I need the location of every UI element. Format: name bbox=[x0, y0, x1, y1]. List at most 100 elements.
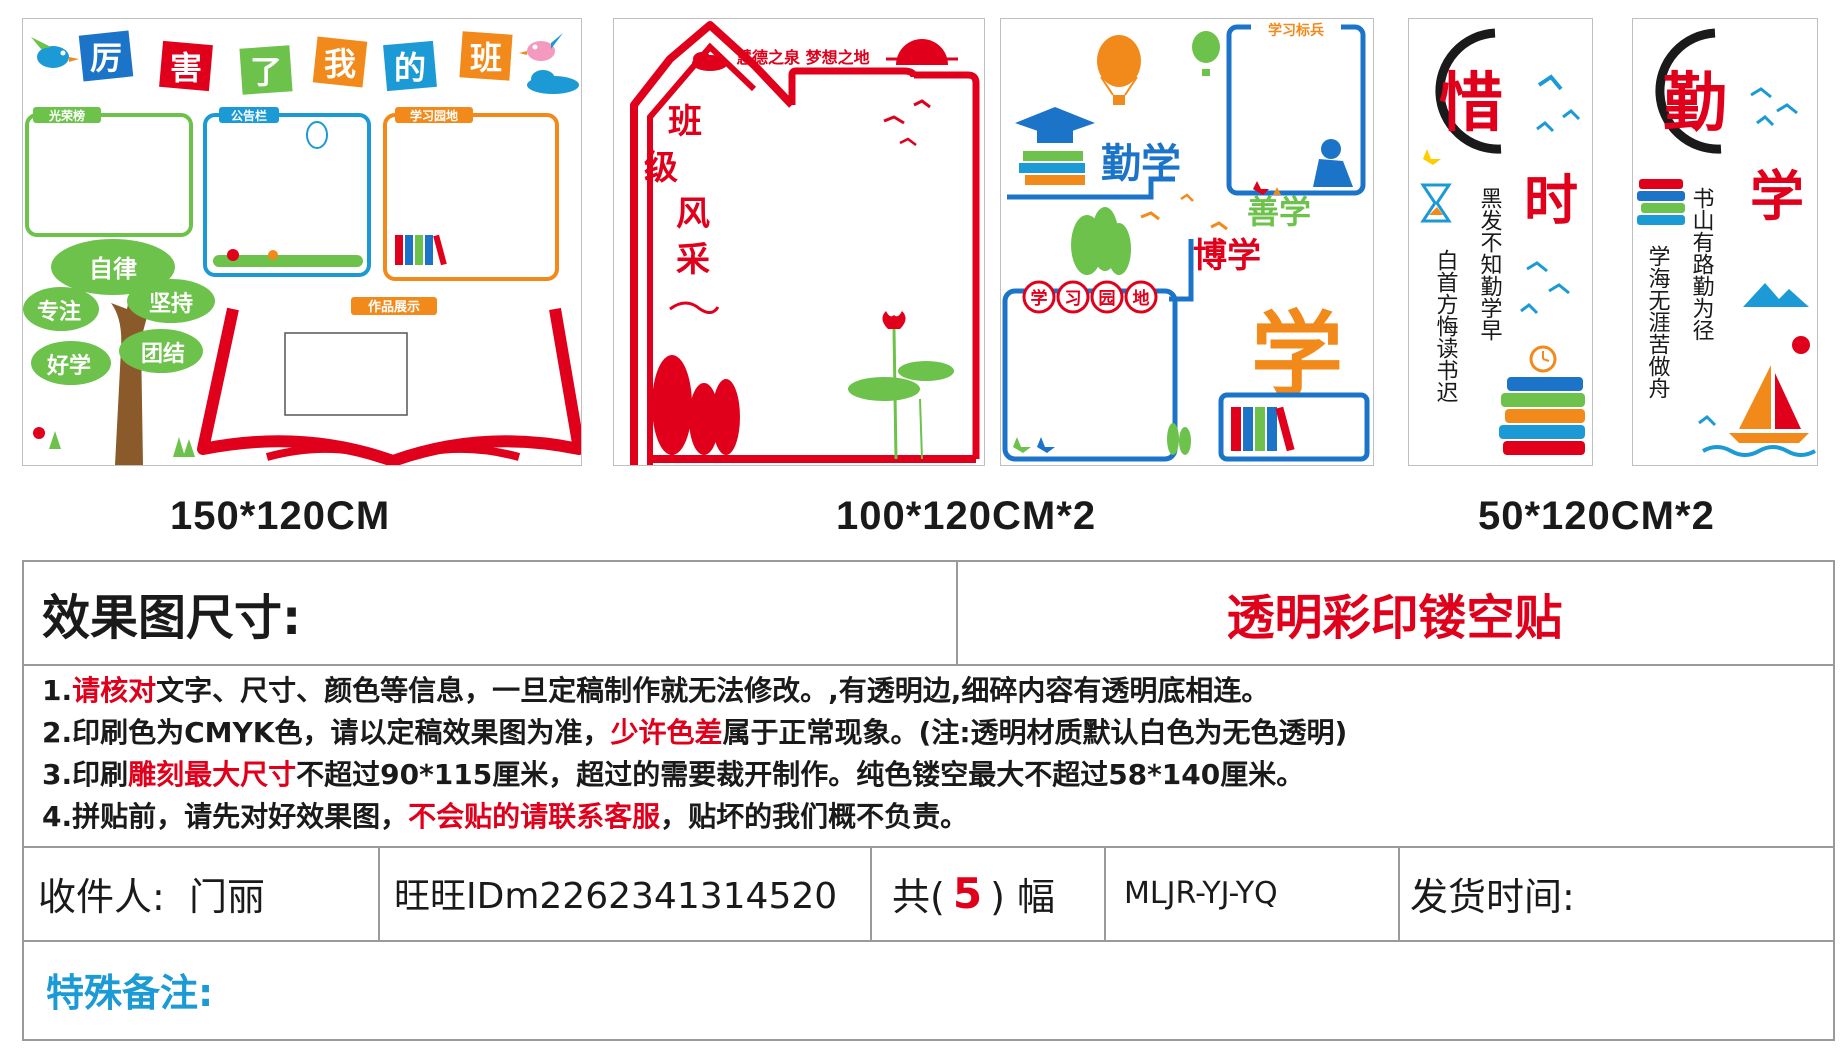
xue-big-char: 学 bbox=[1251, 302, 1343, 409]
books-icon bbox=[395, 234, 447, 266]
title-char: 了 bbox=[250, 53, 282, 91]
alarm-clock-icon bbox=[1529, 345, 1557, 373]
design-panel-diligent-study: 勤 学 学海无涯苦做舟 书山有路勤为径 bbox=[1632, 18, 1818, 466]
recipient: 收件人: 门丽 bbox=[38, 874, 265, 919]
garden-char: 地 bbox=[1133, 288, 1150, 309]
piece-count: 共(5) 幅 bbox=[892, 868, 1055, 919]
xue-char: 学 bbox=[1750, 165, 1804, 228]
birds-icon bbox=[1520, 261, 1570, 315]
qin-char: 勤 bbox=[1663, 67, 1727, 141]
notice-board-label: 公告栏 bbox=[231, 108, 267, 123]
note-line: 1.请核对文字、尺寸、颜色等信息，一旦定稿制作就无法修改。,有透明边,细碎内容有… bbox=[42, 674, 1270, 707]
shanxue-slogan: 善学 bbox=[1247, 193, 1311, 231]
student-model-label: 学习标兵 bbox=[1268, 22, 1324, 39]
boxue-slogan: 博学 bbox=[1193, 236, 1261, 276]
vertical-title-char: 级 bbox=[644, 148, 678, 188]
sun-icon bbox=[886, 39, 958, 65]
design-panel-class-board: 厉 害 了 我 的 班 光荣榜 公告栏 学习园地 bbox=[22, 18, 582, 466]
mountain-icon bbox=[1743, 283, 1809, 307]
poem-line-right: 黑发不知勤学早 bbox=[1477, 187, 1503, 341]
material-type: 透明彩印镂空贴 bbox=[1226, 590, 1563, 646]
poem-line-left: 学海无涯苦做舟 bbox=[1645, 245, 1671, 399]
title-char: 班 bbox=[470, 39, 502, 77]
birds-icon bbox=[1140, 193, 1228, 231]
cloud-icon bbox=[692, 52, 728, 71]
sailboat-icon bbox=[1702, 365, 1816, 457]
spec-sheet: 效果图尺寸: 透明彩印镂空贴 1.请核对文字、尺寸、颜色等信息，一旦定稿制作就无… bbox=[22, 560, 1835, 1041]
tree-word: 自律 bbox=[89, 255, 137, 283]
grass-icon bbox=[1167, 423, 1191, 455]
trees-icon bbox=[1071, 207, 1131, 275]
birds-icon bbox=[883, 99, 931, 146]
note-line: 3.印刷雕刻最大尺寸不超过90*115厘米，超过的需要裁开制作。纯色镂空最大不超… bbox=[42, 758, 1305, 791]
garden-char: 园 bbox=[1099, 289, 1116, 309]
poem-left: 白首方悔读书迟 bbox=[1433, 249, 1459, 403]
books-icon bbox=[1231, 406, 1295, 452]
cloud-icon bbox=[527, 70, 579, 94]
poem-line-right: 书山有路勤为径 bbox=[1689, 187, 1715, 341]
tree-word: 好学 bbox=[46, 353, 91, 379]
class-board-artwork: 厉 害 了 我 的 班 光荣榜 公告栏 学习园地 bbox=[23, 30, 581, 465]
poem-line-left: 白首方悔读书迟 bbox=[1433, 249, 1459, 403]
tree-icon bbox=[23, 239, 215, 465]
design-panel-study: 勤学 学习标兵 善学 博学 学 习 bbox=[1000, 18, 1374, 466]
special-note: 特殊备注: bbox=[46, 971, 214, 1015]
study-artwork: 勤学 学习标兵 善学 博学 学 习 bbox=[1002, 21, 1370, 462]
hot-air-balloon-icon bbox=[1192, 31, 1220, 76]
tree-word: 专注 bbox=[37, 299, 81, 325]
poem-right: 书山有路勤为径 bbox=[1689, 187, 1715, 341]
swirl-decoration bbox=[669, 301, 720, 314]
panel-motto: 慧德之泉 梦想之地 bbox=[736, 48, 870, 67]
brush-circle-decoration bbox=[1655, 28, 1722, 154]
size-label-panel-1: 150*120CM bbox=[170, 494, 391, 538]
tree-word: 团结 bbox=[141, 341, 185, 367]
honor-board-frame bbox=[25, 113, 193, 237]
effect-size-title: 效果图尺寸: bbox=[42, 590, 302, 646]
balloon-icon bbox=[306, 121, 328, 149]
cherish-time-artwork: 惜 时 白首方悔读书迟 黑发不知勤学早 bbox=[1420, 28, 1585, 455]
note-line: 4.拼贴前，请先对好效果图，不会贴的请联系客服，贴坏的我们概不负责。 bbox=[42, 800, 969, 833]
birds-icon bbox=[1750, 87, 1798, 127]
shi-char: 时 bbox=[1524, 169, 1578, 232]
bird-icon bbox=[519, 33, 563, 61]
production-notes: 1.请核对文字、尺寸、颜色等信息，一旦定稿制作就无法修改。,有透明边,细碎内容有… bbox=[42, 670, 1347, 838]
title-char: 的 bbox=[394, 49, 426, 87]
design-panel-cherish-time: 惜 时 白首方悔读书迟 黑发不知勤学早 bbox=[1408, 18, 1593, 466]
vertical-title-char: 风 bbox=[676, 194, 710, 234]
graduation-cap-icon bbox=[1015, 107, 1095, 185]
books-icon bbox=[1637, 179, 1685, 225]
wangwang-id: 旺旺IDm2262341314520 bbox=[394, 876, 838, 917]
cypress-trees-icon bbox=[652, 355, 740, 463]
diligent-study-artwork: 勤 学 学海无涯苦做舟 书山有路勤为径 bbox=[1637, 28, 1816, 457]
xi-char: 惜 bbox=[1439, 67, 1503, 141]
poem-right: 黑发不知勤学早 bbox=[1477, 187, 1503, 341]
bookshelf-frame bbox=[1218, 392, 1370, 462]
book-stack-icon bbox=[1499, 377, 1585, 455]
title-char: 害 bbox=[170, 49, 202, 87]
hourglass-icon bbox=[1420, 183, 1452, 223]
note-line: 2.印刷色为CMYK色，请以定稿效果图为准，少许色差属于正常现象。(注:透明材质… bbox=[42, 716, 1348, 749]
study-garden-badges: 学 习 园 地 bbox=[1022, 280, 1158, 314]
works-label: 作品展示 bbox=[368, 299, 420, 315]
title-tiles: 厉 害 了 我 的 班 bbox=[78, 30, 513, 95]
vertical-title-char: 班 bbox=[668, 102, 702, 142]
title-char: 我 bbox=[324, 45, 356, 83]
sun-icon bbox=[1792, 336, 1810, 354]
study-garden-label: 学习园地 bbox=[410, 108, 458, 123]
tree-word: 坚持 bbox=[149, 292, 193, 317]
title-char: 厉 bbox=[90, 39, 122, 77]
ship-time: 发货时间: bbox=[1410, 874, 1575, 919]
class-style-artwork: 慧德之泉 梦想之地 班 级 风 采 bbox=[630, 21, 980, 465]
bird-icon bbox=[31, 37, 79, 68]
poem-left: 学海无涯苦做舟 bbox=[1645, 245, 1671, 399]
reading-student-icon bbox=[1313, 139, 1353, 187]
study-garden-frame-2 bbox=[1002, 288, 1178, 462]
birds-icon bbox=[1536, 74, 1581, 133]
open-book-frame bbox=[197, 307, 581, 465]
vertical-title-char: 采 bbox=[676, 240, 710, 280]
hot-air-balloon-icon bbox=[1097, 35, 1141, 105]
product-code: MLJR-YJ-YQ bbox=[1124, 875, 1278, 911]
notice-board-frame bbox=[203, 113, 371, 277]
garden-char: 学 bbox=[1031, 288, 1048, 309]
lotus-icon bbox=[848, 311, 954, 460]
